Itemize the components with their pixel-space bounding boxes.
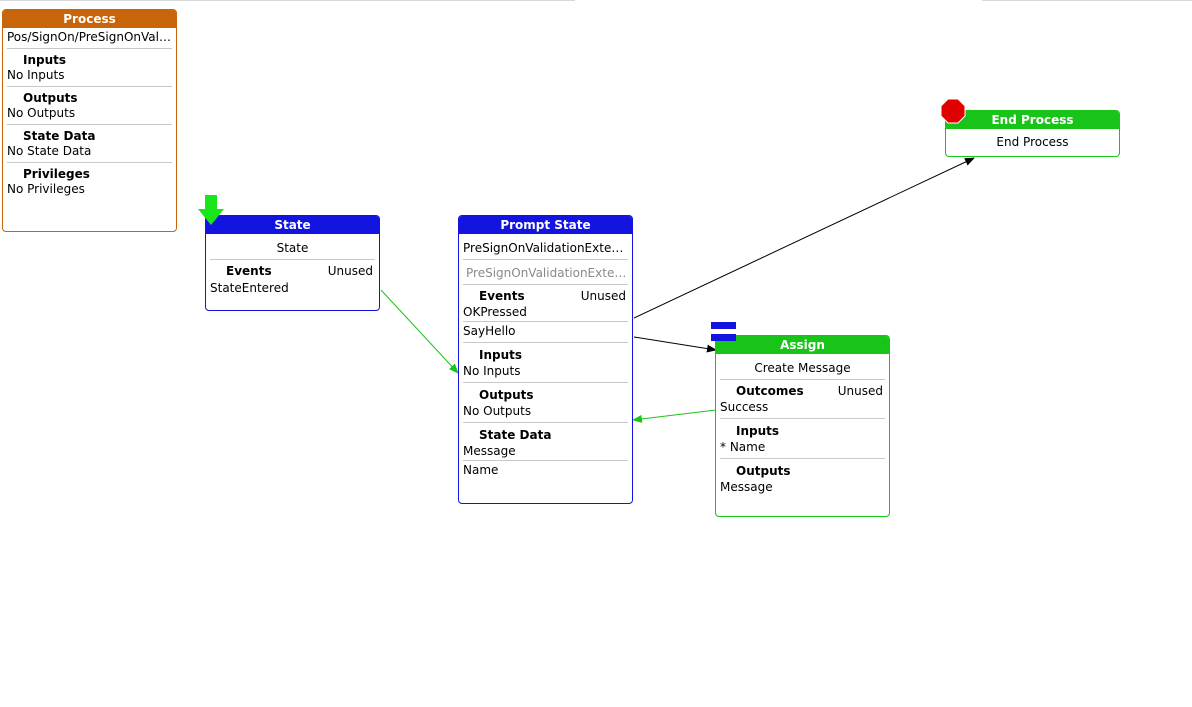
process-privileges-value: No Privileges [7, 182, 85, 196]
prompt-state-data-message: Message [463, 444, 516, 458]
stop-sign-icon [940, 98, 966, 124]
prompt-state-line1: PreSignOnValidationExtens... [463, 241, 632, 255]
assign-equals-icon [711, 322, 736, 341]
prompt-event-okpressed[interactable]: OKPressed [463, 305, 527, 319]
separator [7, 124, 172, 125]
separator [463, 422, 628, 423]
separator [210, 259, 375, 260]
prompt-inputs-value: No Inputs [463, 364, 521, 378]
separator [720, 418, 885, 419]
prompt-state-data-name: Name [463, 463, 499, 477]
end-process-node[interactable]: End Process End Process [945, 110, 1120, 157]
assign-outputs-heading: Outputs [736, 464, 791, 478]
separator [720, 379, 885, 380]
assign-outcomes-unused: Unused [837, 384, 883, 398]
process-state-data-heading: State Data [23, 129, 96, 143]
prompt-outputs-heading: Outputs [479, 388, 534, 402]
process-outputs-value: No Outputs [7, 106, 76, 120]
assign-node[interactable]: Assign Create Message Outcomes Unused Su… [715, 335, 890, 517]
separator [463, 460, 628, 461]
assign-inputs-heading: Inputs [736, 424, 780, 438]
process-privileges-heading: Privileges [23, 167, 90, 181]
separator [720, 458, 885, 459]
process-inputs-value: No Inputs [7, 68, 65, 82]
assign-inputs-value: * Name [720, 440, 766, 454]
canvas-top-border-right [982, 0, 1192, 1]
assign-node-title: Assign [716, 336, 889, 354]
assign-outcomes-heading: Outcomes Unused [716, 382, 889, 400]
separator [463, 259, 628, 260]
prompt-events-heading: Events Unused [459, 287, 632, 305]
process-path: Pos/SignOn/PreSignOnVali... [7, 30, 174, 44]
assign-outcomes-label: Outcomes [736, 384, 804, 398]
prompt-event-sayhello[interactable]: SayHello [463, 324, 516, 338]
prompt-state-line2: PreSignOnValidationExten... [466, 266, 632, 280]
separator [463, 382, 628, 383]
process-outputs-heading: Outputs [23, 91, 78, 105]
separator [463, 342, 628, 343]
prompt-events-label: Events [479, 289, 525, 303]
prompt-outputs-value: No Outputs [463, 404, 532, 418]
state-events-heading: Events Unused [206, 262, 379, 280]
canvas-top-border-left [0, 0, 575, 1]
process-node-title: Process [3, 10, 176, 28]
state-node-title: State [206, 216, 379, 234]
separator [463, 321, 628, 322]
end-process-node-title: End Process [946, 111, 1119, 129]
process-node[interactable]: Process Pos/SignOn/PreSignOnVali... Inpu… [2, 9, 177, 232]
separator [7, 48, 172, 49]
prompt-state-data-heading: State Data [479, 428, 552, 442]
link-success-to-prompt[interactable] [632, 409, 717, 423]
separator [7, 86, 172, 87]
process-state-data-value: No State Data [7, 144, 92, 158]
assign-outputs-value: Message [720, 480, 773, 494]
state-events-unused: Unused [327, 264, 373, 278]
prompt-inputs-heading: Inputs [479, 348, 523, 362]
link-okpressed-to-end[interactable] [633, 157, 975, 319]
assign-outcome-success[interactable]: Success [720, 400, 769, 414]
prompt-events-unused: Unused [580, 289, 626, 303]
state-node-name: State [276, 241, 309, 255]
state-events-label: Events [226, 264, 272, 278]
start-arrow-icon [198, 195, 224, 225]
assign-node-name: Create Message [754, 361, 851, 375]
state-event-stateentered[interactable]: StateEntered [210, 281, 289, 295]
link-sayhello-to-assign[interactable] [633, 336, 717, 353]
process-inputs-heading: Inputs [23, 53, 67, 67]
separator [7, 162, 172, 163]
state-node[interactable]: State State Events Unused StateEntered [205, 215, 380, 311]
link-stateentered-to-prompt[interactable] [380, 289, 459, 374]
prompt-state-node-title: Prompt State [459, 216, 632, 234]
prompt-state-node[interactable]: Prompt State PreSignOnValidationExtens..… [458, 215, 633, 504]
separator [463, 284, 628, 285]
end-process-node-name: End Process [996, 135, 1069, 149]
